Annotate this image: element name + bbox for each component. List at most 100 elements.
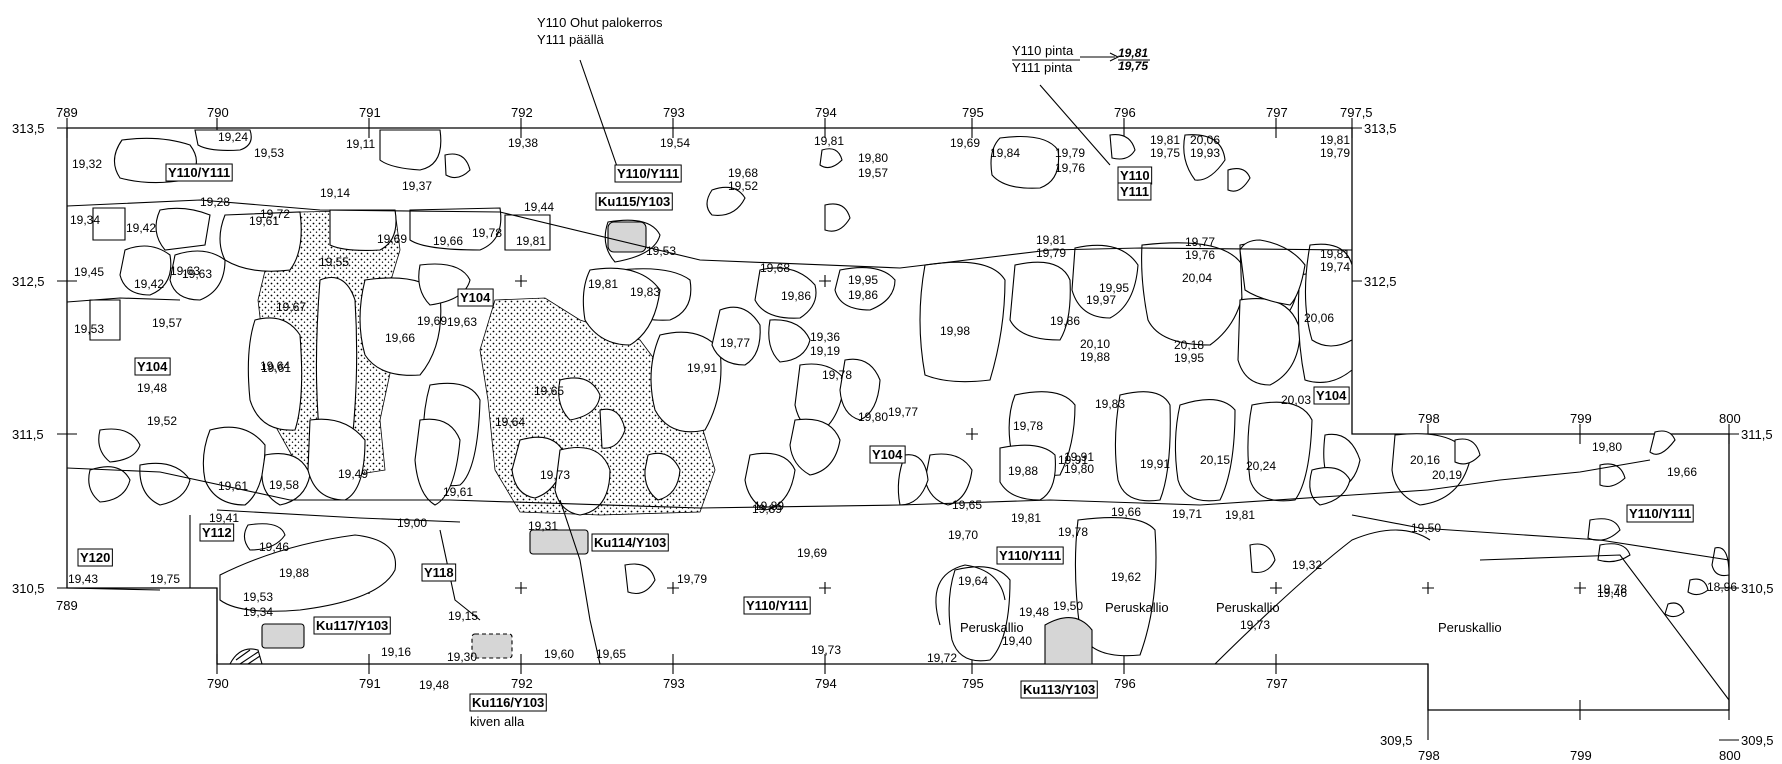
elevation-label: 19,81: [1320, 133, 1350, 147]
elevation-label: 19,67: [276, 300, 306, 314]
svg-text:Y111 päällä: Y111 päällä: [537, 32, 605, 47]
svg-text:794: 794: [815, 676, 837, 691]
elevation-label: 19,14: [320, 186, 350, 200]
elevation-label: 19,79: [1320, 146, 1350, 160]
svg-text:799: 799: [1570, 748, 1592, 763]
svg-text:Peruskallio: Peruskallio: [1105, 600, 1169, 615]
elevation-label: 19,53: [243, 590, 273, 604]
elevation-label: 19,53: [646, 244, 676, 258]
elevation-label: 20,15: [1200, 453, 1230, 467]
sample-areas: [261, 221, 1093, 665]
elevation-label: 19,76: [1185, 248, 1215, 262]
elevation-label: 19,45: [74, 265, 104, 279]
elevation-label: 20,04: [1182, 271, 1212, 285]
elevation-label: 19,41: [209, 511, 239, 525]
unit-label: Y110: [1120, 168, 1150, 183]
top-axis-labels: 789 790 791 792 793 794 795 796 797 797,…: [56, 105, 1373, 120]
elevation-label: 19,75: [150, 572, 180, 586]
elevation-label: 19,48: [1019, 605, 1049, 619]
elevation-label: 19,86: [781, 289, 811, 303]
elevation-label: 19,84: [990, 146, 1020, 160]
elevation-label: 19,69: [950, 136, 980, 150]
bottom-axis-labels: 789 790 791 792 793 794 795 796 797: [56, 598, 1288, 691]
unit-label-box: [743, 596, 811, 615]
elevation-label: 19,65: [596, 647, 626, 661]
elevation-label: 19,73: [1240, 618, 1270, 632]
svg-text:790: 790: [207, 676, 229, 691]
hatched-stone: [229, 648, 263, 665]
elevation-label: 19,80: [1592, 440, 1622, 454]
elevation-label: 19,81: [1011, 511, 1041, 525]
elevation-label: 19,78: [1058, 525, 1088, 539]
elevation-label: 19,75: [1150, 146, 1180, 160]
annotation-notes: Y110 Ohut palokerros Y111 päällä Y110 pi…: [470, 15, 1150, 729]
unit-label-box: [469, 693, 547, 712]
elevation-label: 19,66: [385, 331, 415, 345]
svg-text:313,5: 313,5: [12, 121, 45, 136]
elevation-label: 19,65: [952, 498, 982, 512]
elevation-label: 19,83: [1095, 397, 1125, 411]
svg-text:Y110 pinta: Y110 pinta: [1012, 43, 1074, 58]
svg-text:799: 799: [1570, 411, 1592, 426]
elevation-label: 20,19: [1432, 468, 1462, 482]
elevation-label: 19,91: [1140, 457, 1170, 471]
elevation-label: 19,34: [243, 605, 273, 619]
bedrock-labels: Peruskallio Peruskallio Peruskallio Peru…: [960, 600, 1502, 635]
unit-label-box: [591, 533, 669, 552]
elevation-label: 19,66: [1667, 465, 1697, 479]
elevation-label: 19,78: [472, 226, 502, 240]
unit-label-box: [134, 357, 171, 376]
elevation-label: 19,62: [1111, 570, 1141, 584]
elevation-label: 19,69: [797, 546, 827, 560]
elevation-label: 19,32: [72, 157, 102, 171]
unit-label: Ku115/Y103: [598, 194, 670, 209]
elevation-label: 19,66: [433, 234, 463, 248]
elevation-label: 19,81: [588, 277, 618, 291]
svg-text:800: 800: [1719, 748, 1741, 763]
elevation-label: 19,53: [254, 146, 284, 160]
elevation-label: 19,49: [338, 467, 368, 481]
elevation-label: 19,79: [1036, 246, 1066, 260]
unit-label-box: [1313, 386, 1350, 405]
elevation-label: 19,42: [134, 277, 164, 291]
unit-label-box: [1020, 680, 1098, 699]
elevation-label: 19,69: [377, 232, 407, 246]
elevation-label: 19,43: [68, 572, 98, 586]
unit-label: Ku116/Y103: [472, 695, 544, 710]
svg-text:793: 793: [663, 676, 685, 691]
svg-text:Y110 Ohut palokerros: Y110 Ohut palokerros: [537, 15, 663, 30]
elevation-label: 19,86: [848, 288, 878, 302]
elevation-label: 19,00: [397, 516, 427, 530]
elevation-label: 19,76: [1055, 161, 1085, 175]
elevation-label: 19,88: [1080, 350, 1110, 364]
unit-label: Y104: [137, 359, 168, 374]
elevation-label: 19,55: [319, 255, 349, 269]
elevation-label: 19,37: [402, 179, 432, 193]
unit-label-box: [313, 616, 391, 635]
svg-text:791: 791: [359, 676, 381, 691]
unit-label: Ku114/Y103: [594, 535, 666, 550]
elevation-label: 19,63: [447, 315, 477, 329]
east-axis-labels: 798 799 800 798 799 800: [1418, 411, 1741, 763]
elevation-label: 19,61: [261, 361, 291, 375]
elevation-label: 19,79: [677, 572, 707, 586]
elevation-label: 19,83: [630, 285, 660, 299]
unit-label-box: [595, 192, 673, 211]
elevation-label: 19,57: [858, 166, 888, 180]
elevation-label: 20,24: [1246, 459, 1276, 473]
unit-label: Y110/Y111: [617, 166, 679, 181]
svg-text:310,5: 310,5: [1741, 581, 1774, 596]
elevation-label: 19,50: [1053, 599, 1083, 613]
svg-text:793: 793: [663, 105, 685, 120]
svg-text:309,5: 309,5: [1380, 733, 1413, 748]
elevation-label: 19,72: [927, 651, 957, 665]
unit-label: Y110/Y111: [999, 548, 1061, 563]
elevation-label: 19,91: [1058, 453, 1088, 467]
elevation-label: 19,77: [1185, 235, 1215, 249]
svg-text:312,5: 312,5: [1364, 274, 1397, 289]
elevation-label: 19,86: [1050, 314, 1080, 328]
elevation-label: 19,89: [752, 502, 782, 516]
unit-label: Y112: [202, 525, 232, 540]
elevation-label: 19,52: [147, 414, 177, 428]
